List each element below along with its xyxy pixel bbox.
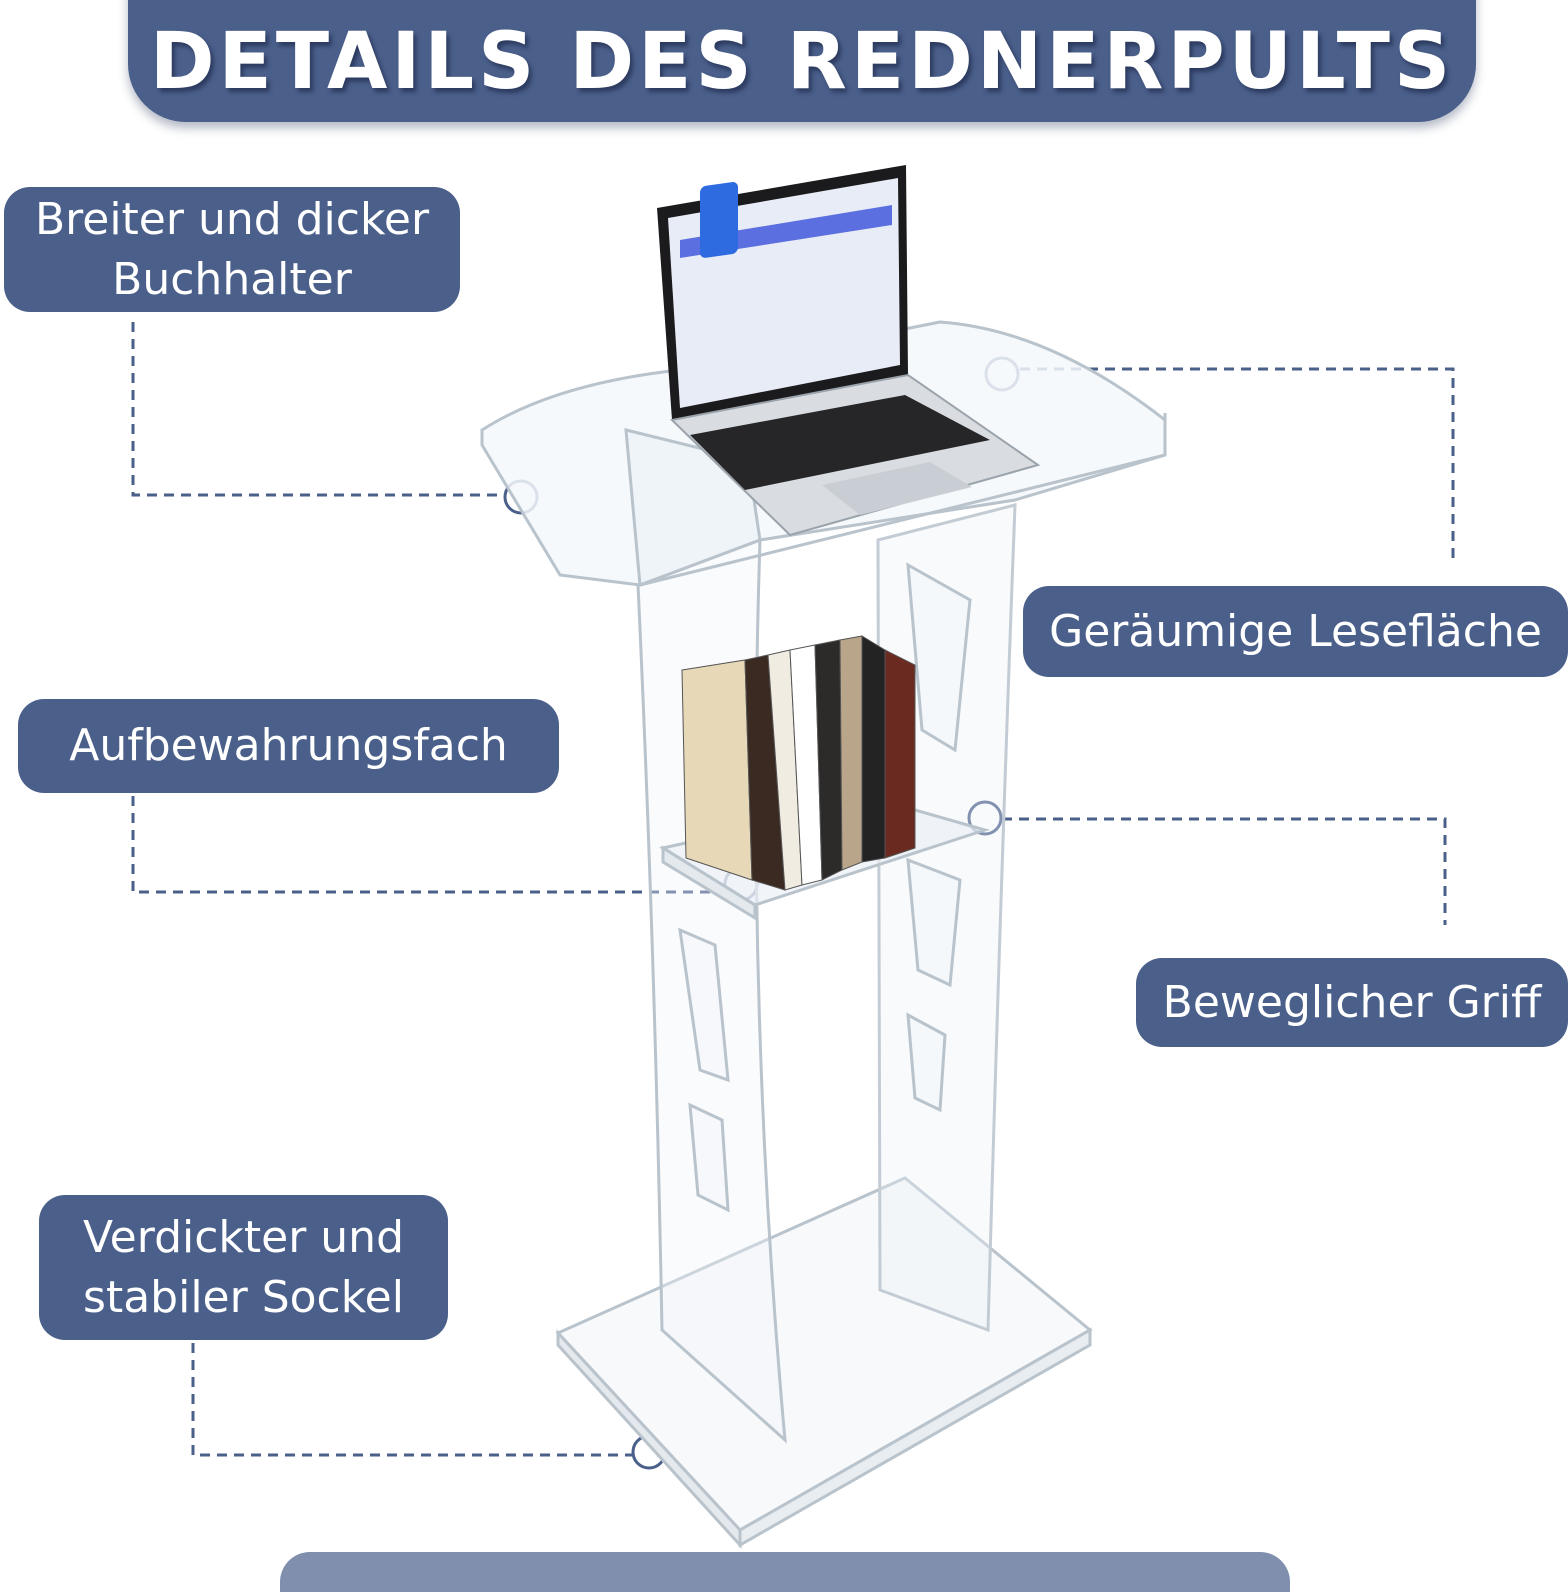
label-storage: Aufbewahrungsfach (18, 699, 559, 793)
label-reading-surface: Geräumige Lesefläche (1023, 586, 1568, 677)
label-bookholder: Breiter und dicker Buchhalter (4, 187, 460, 312)
laptop-display-phone (700, 182, 738, 258)
laptop-touchpad (822, 462, 972, 515)
callout-line-bookholder (131, 322, 505, 497)
callout-lines (131, 322, 1455, 1457)
laptop (657, 165, 1041, 537)
callout-line-reading-surface (1020, 367, 1455, 565)
title-banner: DETAILS DES REDNERPULTS (128, 0, 1476, 122)
bottom-decoration (280, 1552, 1290, 1592)
label-storage-text: Aufbewahrungsfach (69, 720, 508, 771)
lectern-base (555, 1176, 1093, 1549)
label-handle: Beweglicher Griff (1136, 958, 1568, 1047)
label-base: Verdickter und stabiler Sockel (39, 1195, 448, 1340)
label-base-line1: Verdickter und (83, 1211, 404, 1263)
callout-dot-handle (967, 800, 1003, 836)
laptop-keyboard (690, 395, 990, 490)
label-bookholder-line2: Buchhalter (112, 253, 352, 305)
label-base-line2: stabiler Sockel (83, 1271, 404, 1323)
page-title: DETAILS DES REDNERPULTS (149, 17, 1455, 107)
books (681, 635, 916, 891)
lectern-front-panel (636, 537, 972, 1444)
label-reading-surface-text: Geräumige Lesefläche (1049, 605, 1542, 657)
label-bookholder-line1: Breiter und dicker (34, 193, 430, 245)
callout-line-handle (1002, 817, 1447, 925)
callout-line-base (191, 1343, 633, 1457)
label-handle-text: Beweglicher Griff (1162, 976, 1542, 1028)
callout-line-storage (131, 796, 726, 894)
